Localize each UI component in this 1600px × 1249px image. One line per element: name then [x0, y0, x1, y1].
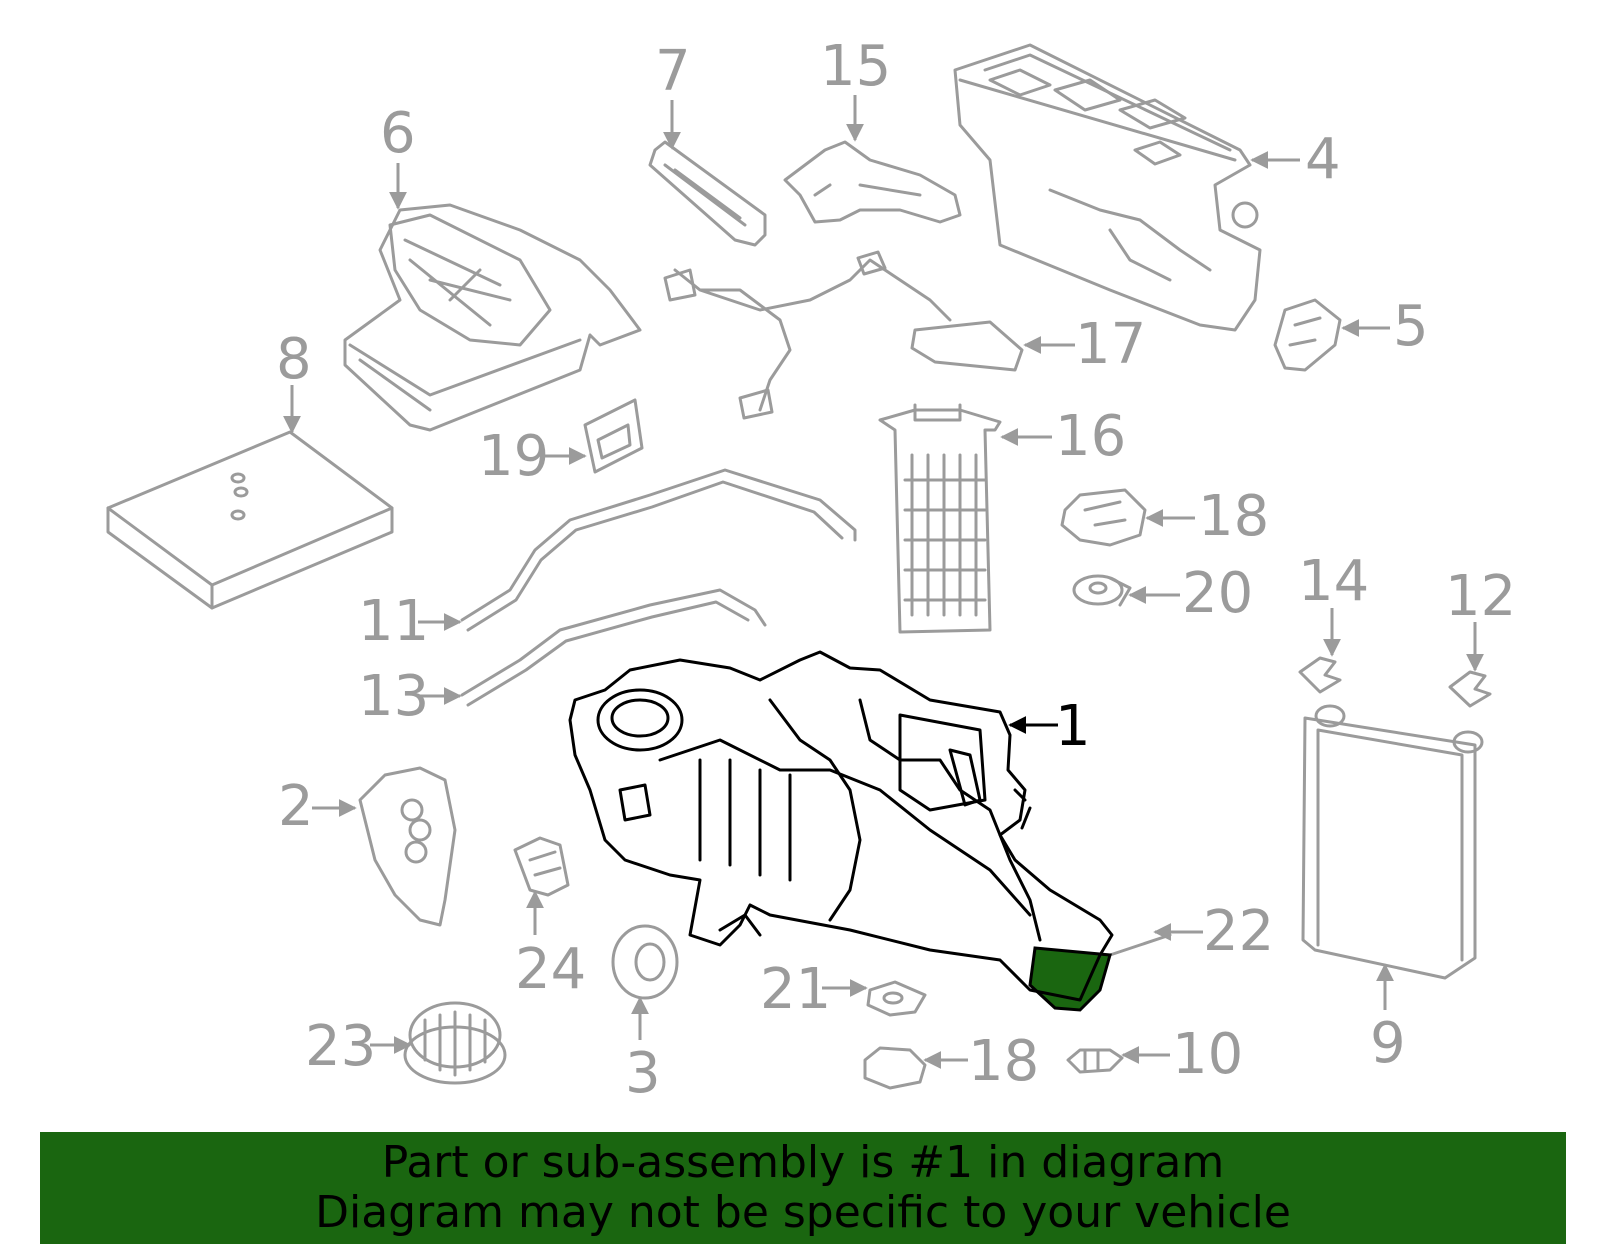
- callout-13: 13: [358, 664, 429, 729]
- part-12-clip[interactable]: [1448, 670, 1492, 708]
- callout-3: 3: [625, 1041, 661, 1106]
- part-10-sensor[interactable]: [1066, 1048, 1124, 1074]
- callout-23: 23: [305, 1014, 376, 1079]
- callout-12: 12: [1445, 564, 1516, 629]
- callout-labels: 6 7 15 4 5 8 17 19 16 18 20 11 13 14 12 …: [276, 34, 1516, 1106]
- part-4-upper-housing[interactable]: [953, 43, 1262, 332]
- part-16-grille[interactable]: [878, 403, 1002, 634]
- part-20-grommet[interactable]: [1072, 574, 1132, 607]
- part-19-module[interactable]: [583, 398, 644, 474]
- callout-arrows: [283, 95, 1484, 1069]
- callout-1: 1: [1055, 694, 1091, 759]
- part-18-actuator-upper[interactable]: [1060, 488, 1147, 547]
- part-22-drain-tube[interactable]: [1108, 933, 1172, 957]
- part-17-wiring-harness[interactable]: [663, 250, 1024, 420]
- callout-18-upper: 18: [1198, 484, 1269, 549]
- part-21-gasket[interactable]: [866, 980, 927, 1017]
- callout-14: 14: [1298, 549, 1369, 614]
- callout-6: 6: [380, 101, 416, 166]
- callout-2: 2: [278, 774, 314, 839]
- callout-24: 24: [515, 937, 586, 1002]
- part-1-hvac-assembly[interactable]: [568, 650, 1114, 1012]
- callout-21: 21: [760, 957, 831, 1022]
- callout-7: 7: [655, 39, 691, 104]
- callout-11: 11: [358, 589, 429, 654]
- callout-4: 4: [1305, 127, 1341, 192]
- callout-15: 15: [820, 34, 891, 99]
- part-9-heater-core[interactable]: [1301, 704, 1484, 980]
- part-6-air-inlet-housing[interactable]: [343, 203, 642, 432]
- part-3-grommet[interactable]: [611, 924, 679, 1000]
- part-24-resistor[interactable]: [513, 836, 570, 897]
- callout-16: 16: [1055, 404, 1126, 469]
- info-banner: Part or sub-assembly is #1 in diagram Di…: [40, 1132, 1566, 1244]
- part-13-hose[interactable]: [460, 588, 767, 707]
- callout-17: 17: [1075, 312, 1146, 377]
- part-7-duct[interactable]: [648, 140, 767, 247]
- callout-9: 9: [1370, 1011, 1406, 1076]
- banner-line-1: Part or sub-assembly is #1 in diagram: [381, 1137, 1225, 1188]
- banner-line-2: Diagram may not be specific to your vehi…: [315, 1187, 1291, 1238]
- callout-10: 10: [1172, 1022, 1243, 1087]
- callout-5: 5: [1393, 294, 1429, 359]
- part-11-hose[interactable]: [460, 468, 857, 632]
- part-23-blower-motor[interactable]: [403, 1001, 507, 1085]
- part-14-clip[interactable]: [1298, 656, 1342, 694]
- callout-20: 20: [1182, 561, 1253, 626]
- callout-18-lower: 18: [968, 1029, 1039, 1094]
- part-15-duct[interactable]: [783, 140, 962, 224]
- part-5-actuator[interactable]: [1273, 298, 1342, 372]
- callout-8: 8: [276, 327, 312, 392]
- part-8-cabin-filter[interactable]: [106, 430, 394, 610]
- callout-19: 19: [478, 424, 549, 489]
- part-18-actuator-lower[interactable]: [863, 1046, 927, 1090]
- callout-22: 22: [1203, 899, 1274, 964]
- part-2-seal[interactable]: [358, 766, 457, 927]
